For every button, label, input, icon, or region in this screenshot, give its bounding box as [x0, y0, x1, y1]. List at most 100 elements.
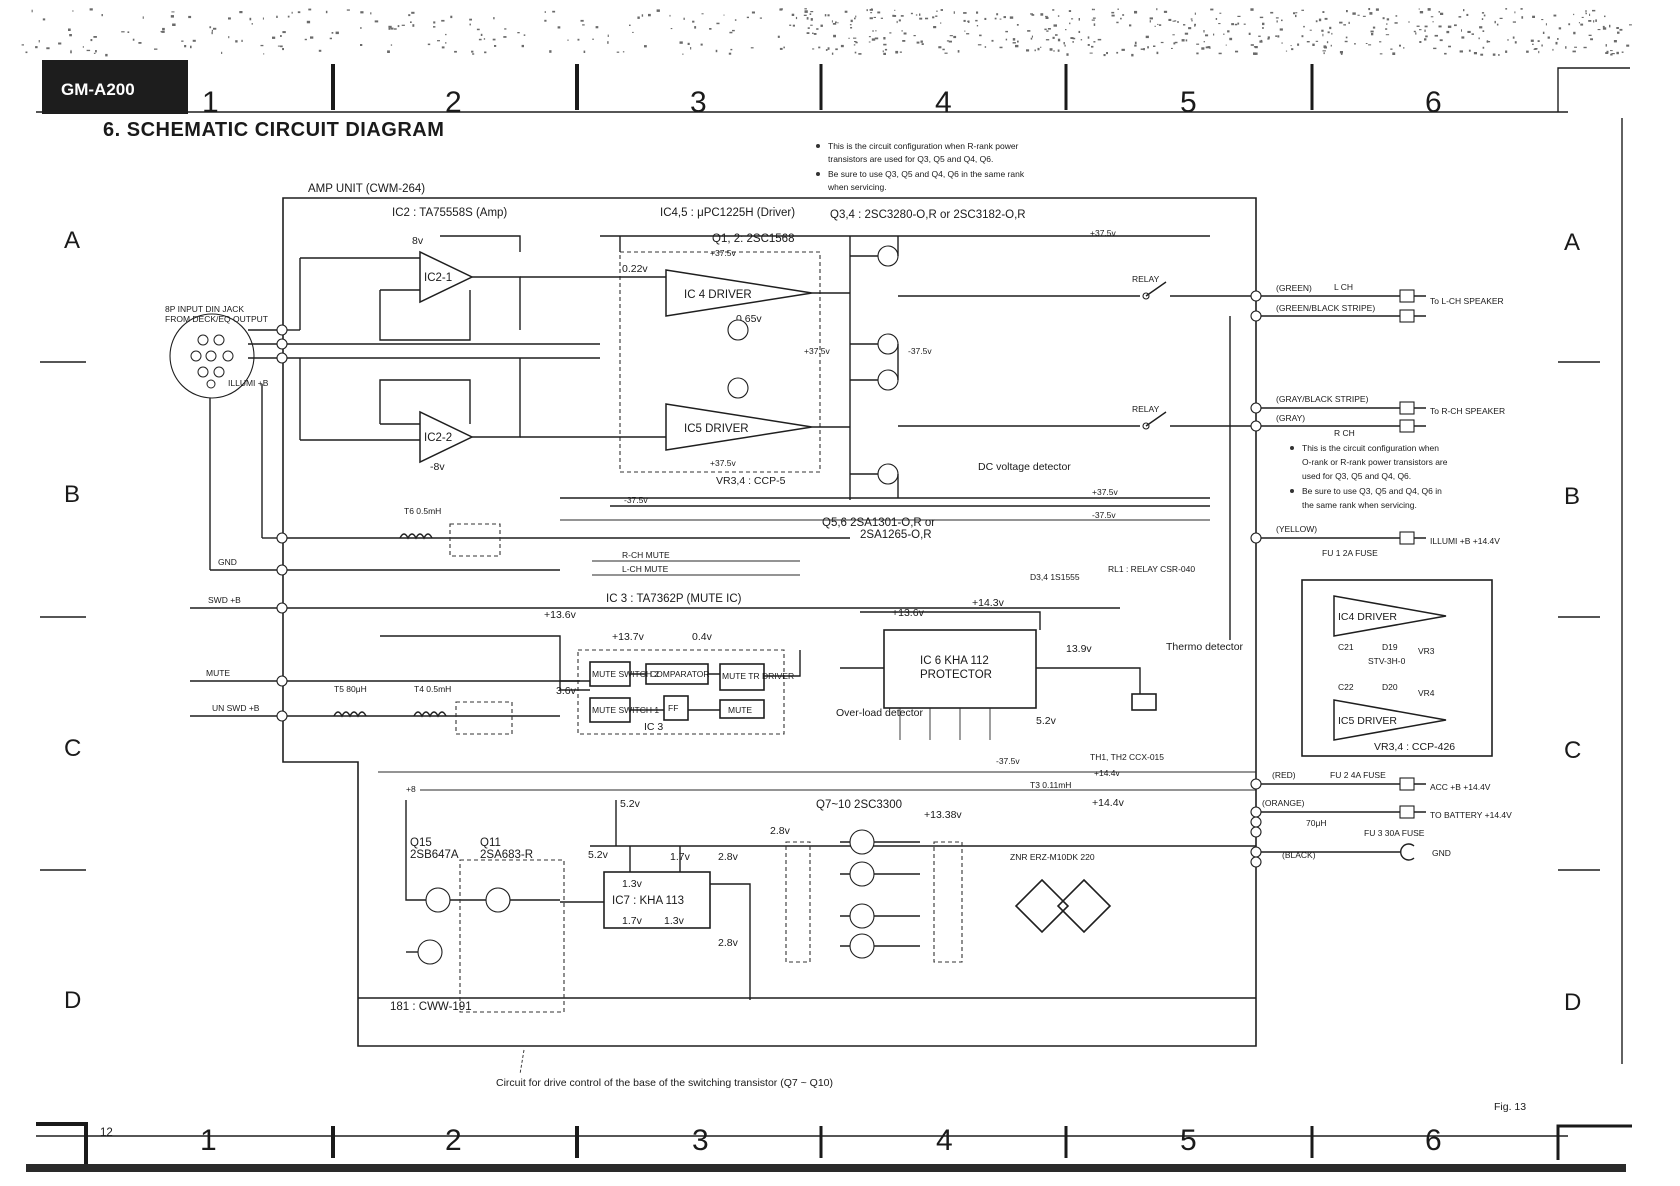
scan-grain [866, 9, 868, 12]
scan-grain [730, 48, 733, 51]
scan-grain [750, 47, 754, 49]
scan-grain [1324, 17, 1328, 20]
scan-grain [483, 38, 486, 40]
plus144-label: +14.4v [1094, 768, 1121, 778]
scan-grain [1521, 16, 1524, 19]
scan-grain [1053, 50, 1055, 52]
minus375-label-1: -37.5v [908, 346, 932, 356]
scan-grain [1496, 23, 1499, 26]
scan-grain [277, 45, 281, 47]
scan-grain [370, 12, 372, 15]
scan-grain [86, 49, 91, 52]
scan-grain [95, 50, 97, 53]
scan-grain [469, 23, 471, 26]
plus136-ic6: +13.6v [892, 607, 925, 619]
scan-grain [882, 50, 884, 53]
column-label-2: 2 [445, 86, 462, 119]
scan-grain [791, 13, 795, 16]
v28-out: 2.8v [770, 825, 791, 837]
scan-grain [1091, 45, 1094, 48]
scan-grain [1080, 39, 1083, 41]
mute-label: MUTE [206, 668, 230, 678]
scan-grain [1602, 27, 1607, 30]
scan-grain [946, 40, 950, 42]
scan-grain [1259, 16, 1264, 19]
column-label-2-bottom: 2 [445, 1124, 462, 1157]
mute-block [719, 699, 765, 719]
input-wires [190, 258, 600, 717]
t5-label: T5 80μH [334, 684, 367, 694]
scan-grain [1514, 41, 1517, 44]
scan-grain [1250, 44, 1254, 46]
scan-grain [1552, 48, 1554, 51]
scan-grain [807, 27, 810, 29]
scan-grain [1382, 17, 1385, 20]
scan-grain [1227, 30, 1230, 33]
scan-grain [825, 49, 828, 51]
scan-grain [894, 9, 896, 11]
scan-grain [1172, 20, 1176, 22]
scan-grain [1573, 13, 1575, 16]
scan-grain [1097, 38, 1102, 41]
scan-grain [1343, 24, 1346, 26]
scan-grain [1446, 30, 1450, 34]
rails [287, 235, 1256, 999]
scan-grain [1309, 29, 1312, 31]
scan-grain [592, 38, 594, 40]
scan-grain [433, 21, 436, 24]
scan-grain [469, 18, 472, 21]
page-number: 12 [100, 1127, 113, 1139]
scan-grain [1068, 10, 1072, 12]
scan-grain [1205, 34, 1209, 37]
th12-label: TH1, TH2 CCX-015 [1090, 752, 1164, 762]
scan-grain [870, 8, 873, 10]
scan-grain [683, 17, 685, 20]
scan-grain [953, 11, 955, 14]
scan-grain [809, 13, 812, 15]
scan-grain [221, 51, 223, 54]
row-label-d: D [64, 987, 81, 1014]
ic5-label: IC5 DRIVER [684, 423, 749, 435]
scan-grain [282, 48, 284, 51]
q11-part: 2SA683-R [480, 849, 533, 861]
scan-grain [871, 38, 876, 41]
scan-grain [1145, 35, 1149, 39]
scan-grain [1425, 35, 1428, 38]
scan-grain [35, 46, 38, 49]
scan-grain [1473, 52, 1477, 55]
note-o-r-rank-line-5: the same rank when servicing. [1302, 500, 1417, 510]
scan-grain [925, 17, 929, 20]
scan-grain [1616, 51, 1619, 55]
scan-grain [1505, 8, 1508, 10]
scan-grain [25, 51, 28, 54]
column-label-4: 4 [935, 86, 952, 119]
column-ruler-top: 1 2 3 4 5 6 [36, 64, 1630, 119]
scan-grain [1134, 41, 1137, 45]
scan-grain [837, 22, 839, 24]
scan-grain [1481, 12, 1485, 14]
v36-label: 3.6v [556, 685, 577, 697]
scan-grain [820, 24, 823, 27]
scan-grain [291, 11, 293, 14]
scan-grain [523, 34, 526, 36]
scan-grain [1254, 46, 1258, 49]
scan-grain [1103, 54, 1106, 57]
scan-grain [1588, 20, 1592, 22]
scan-grain [850, 19, 853, 23]
scan-grain [892, 14, 895, 17]
scan-grain [1611, 53, 1615, 55]
scan-grain [1454, 24, 1457, 27]
dc-detector-label: DC voltage detector [978, 461, 1071, 473]
scan-grain [1092, 17, 1096, 19]
scan-grain [1160, 41, 1164, 44]
scan-grain [1616, 27, 1619, 29]
scan-grain [831, 20, 833, 23]
scan-grain [1386, 18, 1390, 21]
board-181 [459, 859, 565, 1013]
scan-grain [1433, 47, 1437, 50]
scan-grain [669, 14, 671, 17]
scan-grain [1026, 49, 1030, 52]
scan-grain [656, 9, 660, 12]
v28-ic7: 2.8v [718, 851, 739, 863]
column-label-1-bottom: 1 [200, 1124, 217, 1157]
